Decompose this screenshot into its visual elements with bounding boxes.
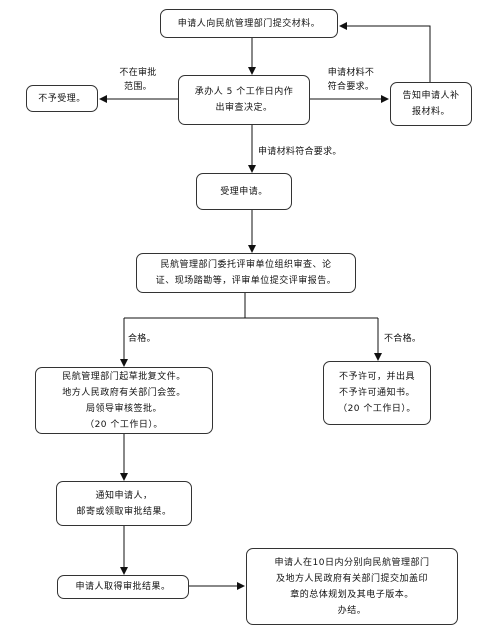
label-incomplete: 申请材料不 符合要求。	[327, 68, 375, 92]
box-draft-approval: 民航管理部门起草批复文件。 地方人民政府有关部门会签。 局领导审核签批。 （20…	[35, 367, 213, 434]
box-submit-materials: 申请人向民航管理部门提交材料。	[160, 9, 338, 38]
label-complete: 申请材料符合要求。	[258, 147, 342, 157]
box-notify-applicant: 通知申请人， 邮寄或领取审批结果。	[56, 481, 192, 526]
box-deny-permit: 不予许可，并出具 不予许可通知书。 （20 个工作日）。	[323, 361, 431, 425]
label-qualified: 合格。	[128, 334, 156, 344]
box-evaluation: 民航管理部门委托评审单位组织审查、论 证、现场踏勘等，评审单位提交评审报告。	[136, 253, 356, 293]
box-obtain-result: 申请人取得审批结果。	[57, 575, 189, 599]
box-final-submission: 申请人在10日内分别向民航管理部门 及地方人民政府有关部门提交加盖印 章的总体规…	[246, 548, 458, 625]
arrow-supplement-to-submit	[339, 22, 431, 82]
box-accept: 受理申请。	[196, 173, 292, 210]
box-review-decision: 承办人 5 个工作日内作 出审查决定。	[178, 75, 310, 125]
label-unqualified: 不合格。	[384, 334, 422, 344]
label-out-of-scope: 不在审批 范围。	[119, 68, 157, 92]
box-reject: 不予受理。	[26, 85, 98, 112]
box-supplement: 告知申请人补 报材料。	[390, 82, 472, 126]
